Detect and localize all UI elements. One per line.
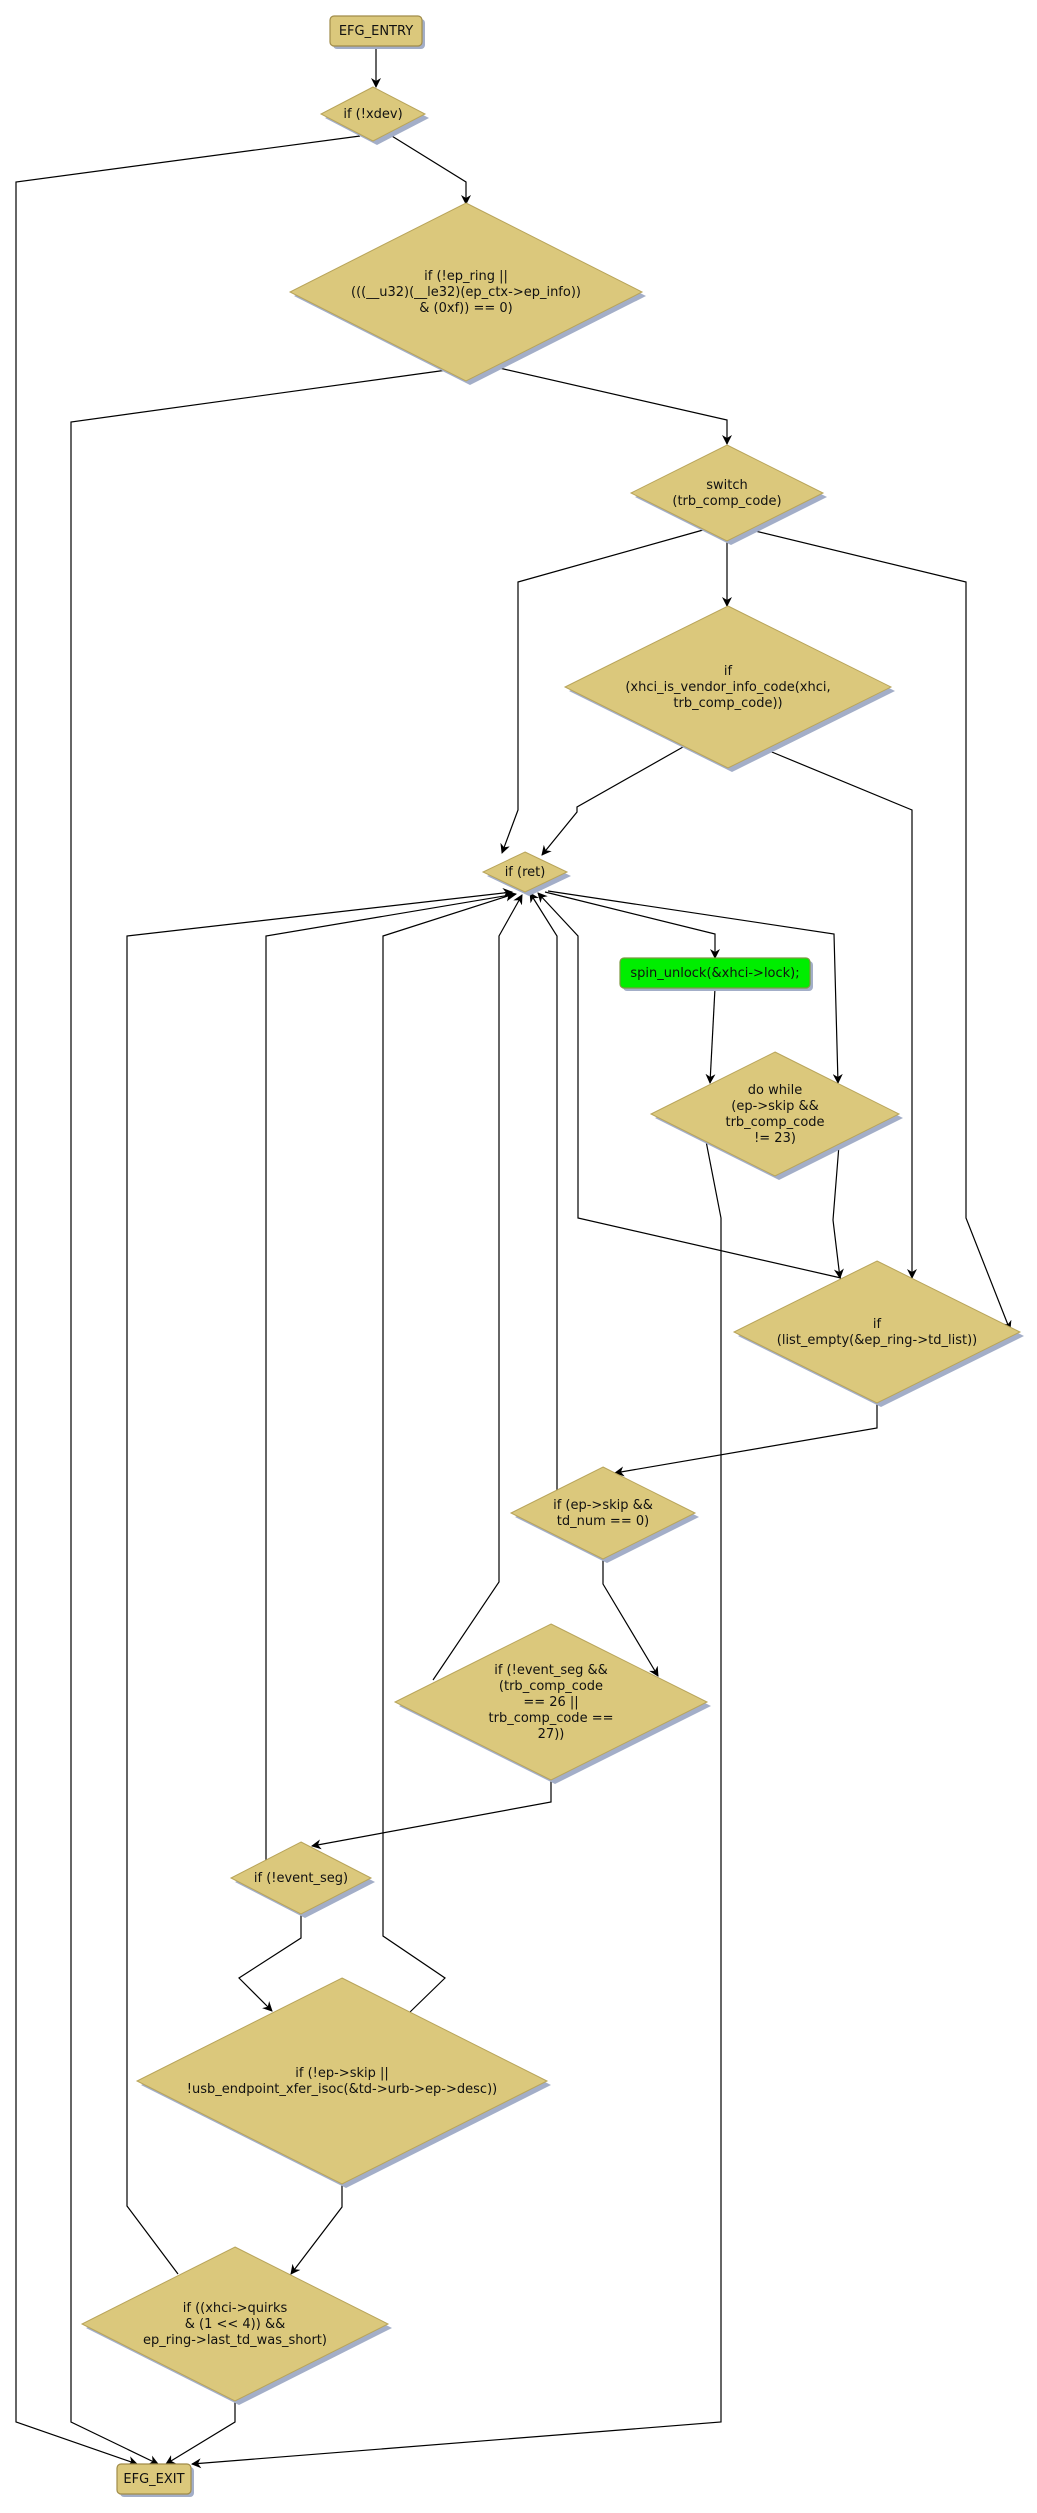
edge-ret-dowhile xyxy=(547,890,843,1084)
edge-list-empty-ret xyxy=(537,892,842,1279)
node-list-empty: if(list_empty(&ep_ring->td_list)) xyxy=(732,1260,1024,1407)
node-label-line: (trb_comp_code) xyxy=(672,494,781,509)
node-switch: switch(trb_comp_code) xyxy=(629,444,827,545)
decision-diamond xyxy=(229,1841,373,1915)
edge-xdev-ep-ring xyxy=(386,132,471,205)
edge-spin-dowhile xyxy=(705,987,716,1084)
edge-list-empty-skip-td xyxy=(614,1403,878,1477)
node-label-line: EFG_ENTRY xyxy=(339,24,413,39)
decision-diamond xyxy=(563,605,893,769)
node-label-line: if (!event_seg) xyxy=(254,1871,348,1886)
edge-quirks-ret xyxy=(126,888,513,2275)
decision-diamond xyxy=(80,2246,390,2402)
node-xdev: if (!xdev) xyxy=(319,86,429,145)
node-label-line: trb_comp_code)) xyxy=(673,696,782,711)
node-label-line: td_num == 0) xyxy=(557,1514,649,1529)
node-label-line: (ep->skip && xyxy=(731,1099,818,1114)
edge-switch-ret xyxy=(500,529,704,854)
edge-quirks-exit xyxy=(165,2400,236,2465)
node-ret: if (ret) xyxy=(481,851,571,896)
edge-isoc-ret xyxy=(382,891,515,2013)
node-label-line: if (!ep_ring || xyxy=(424,269,508,284)
node-dowhile: do while(ep->skip &&trb_comp_code!= 23) xyxy=(649,1051,903,1180)
edge-vendor-ret xyxy=(541,746,684,856)
edge-switch-list-empty xyxy=(750,529,1012,1331)
node-event-seg: if (!event_seg) xyxy=(229,1841,375,1918)
edge-vendor-list-empty xyxy=(766,749,917,1279)
statement-box xyxy=(619,957,811,989)
decision-diamond xyxy=(509,1466,697,1560)
node-label-line: & (0xf)) == 0) xyxy=(419,301,512,316)
edge-event-seg-cc-event-seg xyxy=(311,1778,552,1850)
node-quirks: if ((xhci->quirks& (1 << 4)) &&ep_ring->… xyxy=(80,2246,392,2405)
node-label-line: if (!ep->skip || xyxy=(295,2066,389,2081)
node-label-line: if (!xdev) xyxy=(343,107,402,122)
decision-diamond xyxy=(393,1623,709,1781)
edge-isoc-quirks xyxy=(290,2183,343,2275)
decision-diamond xyxy=(288,202,644,382)
node-label-line: if ((xhci->quirks xyxy=(183,2301,288,2316)
decision-diamond xyxy=(629,444,825,542)
edges xyxy=(15,46,1012,2469)
node-label-line: 27)) xyxy=(538,1727,565,1742)
decision-diamond xyxy=(481,851,569,893)
node-exit: EFG_EXIT xyxy=(116,2463,194,2497)
edge-ep-ring-switch xyxy=(494,366,732,445)
decision-diamond xyxy=(649,1051,901,1177)
decision-diamond xyxy=(319,86,427,142)
terminal-box xyxy=(329,15,423,47)
edge-skip-td-ret xyxy=(529,892,558,1490)
node-label-line: & (1 << 4)) && xyxy=(185,2317,285,2332)
node-vendor: if(xhci_is_vendor_info_code(xhci,trb_com… xyxy=(563,605,895,772)
node-ep-ring: if (!ep_ring ||(((__u32)(__le32)(ep_ctx-… xyxy=(288,202,646,385)
node-label-line: EFG_EXIT xyxy=(123,2472,184,2487)
node-entry: EFG_ENTRY xyxy=(329,15,425,49)
node-label-line: == 26 || xyxy=(523,1695,578,1710)
node-label-line: != 23) xyxy=(754,1131,796,1146)
edge-skip-td-event-seg-cc xyxy=(602,1559,659,1677)
node-label-line: trb_comp_code == xyxy=(489,1711,614,1726)
edge-dowhile-exit xyxy=(191,1140,722,2469)
node-label-line: if (ep->skip && xyxy=(553,1498,653,1513)
node-label-line: ep_ring->last_td_was_short) xyxy=(143,2333,327,2348)
node-event-seg-cc: if (!event_seg &&(trb_comp_code== 26 ||t… xyxy=(393,1623,711,1784)
node-isoc: if (!ep->skip ||!usb_endpoint_xfer_isoc(… xyxy=(135,1977,551,2188)
edge-ret-spin xyxy=(544,891,720,959)
node-label-line: if xyxy=(873,1317,882,1332)
node-label-line: !usb_endpoint_xfer_isoc(&td->urb->ep->de… xyxy=(187,2082,497,2097)
edge-event-seg-cc-ret xyxy=(432,894,523,1681)
node-label-line: (trb_comp_code xyxy=(499,1679,603,1694)
terminal-box xyxy=(116,2463,192,2495)
edge-xdev-exit xyxy=(15,135,361,2466)
node-label-line: spin_unlock(&xhci->lock); xyxy=(630,966,799,981)
node-label-line: (xhci_is_vendor_info_code(xhci, xyxy=(625,680,830,695)
edge-event-seg-ret xyxy=(265,890,517,1860)
node-label-line: switch xyxy=(706,478,748,493)
edge-event-seg-isoc xyxy=(238,1914,302,2012)
node-label-line: if (!event_seg && xyxy=(494,1663,608,1678)
node-label-line: if (ret) xyxy=(505,865,546,880)
edge-dowhile-list-empty xyxy=(832,1144,844,1279)
edge-ep-ring-exit xyxy=(70,369,448,2465)
node-spin: spin_unlock(&xhci->lock); xyxy=(619,957,813,991)
node-label-line: (list_empty(&ep_ring->td_list)) xyxy=(777,1333,977,1348)
node-label-line: do while xyxy=(748,1083,802,1098)
node-label-line: (((__u32)(__le32)(ep_ctx->ep_info)) xyxy=(351,285,581,300)
node-label-line: trb_comp_code xyxy=(725,1115,824,1130)
decision-diamond xyxy=(135,1977,549,2185)
decision-diamond xyxy=(732,1260,1022,1404)
node-skip-td: if (ep->skip &&td_num == 0) xyxy=(509,1466,699,1563)
node-label-line: if xyxy=(724,664,733,679)
